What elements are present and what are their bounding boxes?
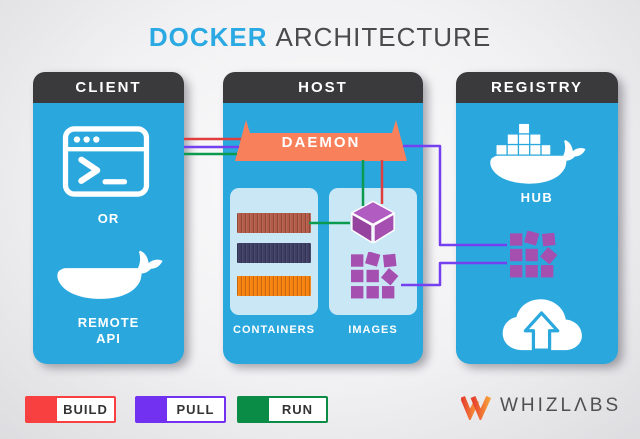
images-box (329, 188, 417, 315)
remote-api-label: REMOTE API (77, 315, 140, 347)
legend-run: RUN (237, 396, 328, 423)
legend-pull: PULL (135, 396, 226, 423)
whizlabs-brand: WHIZLΛBS (461, 392, 621, 420)
host-header: HOST (223, 72, 423, 103)
client-header: CLIENT (33, 72, 184, 103)
image-squares-grid-icon (351, 252, 399, 299)
container-bar-red (237, 213, 311, 233)
registry-image-squares-grid-icon (510, 231, 558, 278)
registry-header: REGISTRY (456, 72, 618, 103)
title-docker: DOCKER (148, 22, 268, 52)
or-label: OR (97, 211, 120, 226)
whizlabs-wordmark: WHIZLΛBS (500, 395, 622, 416)
container-bar-orange (237, 276, 311, 296)
legend-build: BUILD (25, 396, 116, 423)
daemon-banner-shape (235, 120, 407, 161)
docker-whale-icon (57, 250, 163, 299)
registry-panel: REGISTRY HUB (456, 72, 618, 364)
title-architecture: ARCHITECTURE (275, 22, 492, 52)
terminal-window-icon (62, 126, 150, 197)
pull-color-swatch (137, 398, 167, 421)
image-cube-icon (351, 200, 395, 244)
build-label: BUILD (63, 402, 108, 417)
containers-box (230, 188, 318, 315)
run-label: RUN (281, 402, 314, 417)
daemon-banner: DAEMON (234, 117, 408, 162)
run-color-swatch (239, 398, 269, 421)
whizlabs-logo-icon (461, 395, 491, 420)
docker-hub-whale-icon (490, 123, 586, 184)
daemon-label: DAEMON (281, 134, 361, 151)
client-panel: CLIENT OR REMOTE API (33, 72, 184, 364)
images-label: IMAGES (348, 324, 398, 336)
hub-label: HUB (520, 190, 554, 205)
container-bar-navy (237, 243, 311, 263)
cloud-upload-icon (502, 299, 582, 352)
containers-label: CONTAINERS (233, 324, 315, 336)
host-panel: HOST DAEMON (223, 72, 423, 364)
pull-label: PULL (176, 402, 215, 417)
build-color-swatch (27, 398, 57, 421)
